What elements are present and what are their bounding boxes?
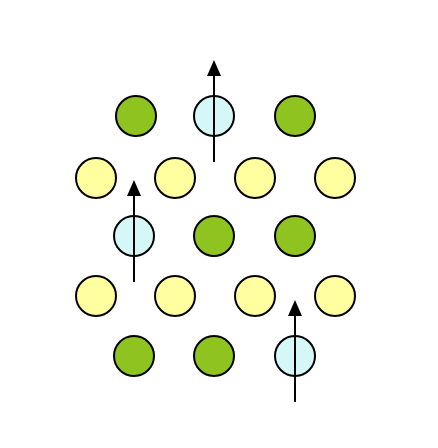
yellow-atom (154, 275, 196, 317)
spin-up-arrow (288, 300, 302, 402)
green-atom (274, 215, 316, 257)
green-atom (193, 215, 235, 257)
yellow-atom (234, 275, 276, 317)
yellow-atom (75, 157, 117, 199)
green-atom (115, 95, 157, 137)
green-atom (274, 95, 316, 137)
yellow-atom (314, 157, 356, 199)
yellow-atom (314, 275, 356, 317)
spin-up-arrow (127, 180, 141, 282)
yellow-atom (75, 275, 117, 317)
spin-up-arrow (207, 60, 221, 162)
green-atom (113, 335, 155, 377)
yellow-atom (234, 157, 276, 199)
yellow-atom (154, 157, 196, 199)
green-atom (193, 335, 235, 377)
